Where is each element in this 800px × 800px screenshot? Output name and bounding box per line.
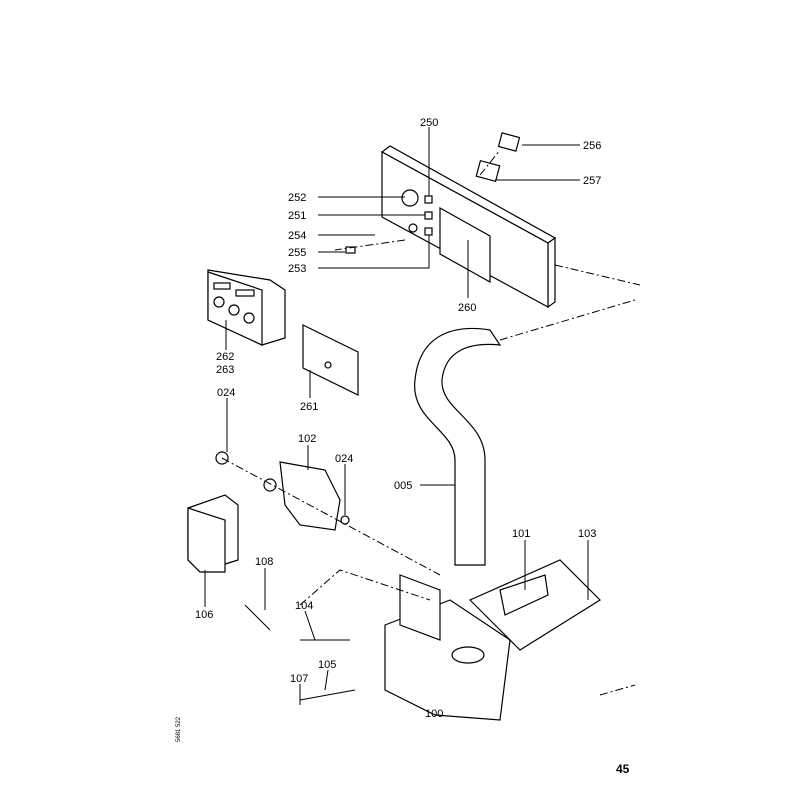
flue-pipe-005 xyxy=(414,327,502,566)
fuse-255 xyxy=(345,246,356,254)
control-unit-262 xyxy=(207,269,286,346)
assembly-lines xyxy=(221,149,641,696)
label-254: 254 xyxy=(288,230,306,242)
label-255: 255 xyxy=(288,247,306,259)
burner-assembly-100 xyxy=(384,559,601,721)
label-261: 261 xyxy=(300,401,318,413)
label-252: 252 xyxy=(288,192,306,204)
label-103: 103 xyxy=(578,528,596,540)
page-number: 45 xyxy=(616,762,630,776)
label-108: 108 xyxy=(255,556,273,568)
label-106: 106 xyxy=(195,609,213,621)
label-253: 253 xyxy=(288,263,306,275)
label-100: 100 xyxy=(425,708,443,720)
label-101: 101 xyxy=(512,528,530,540)
cover-plate-261 xyxy=(302,324,359,396)
drawing-code: 5681 522 xyxy=(176,716,182,742)
label-024-top: 024 xyxy=(217,387,235,399)
label-262: 262 xyxy=(216,351,234,363)
switch-257 xyxy=(475,159,501,183)
label-263: 263 xyxy=(216,364,234,376)
label-257: 257 xyxy=(583,175,601,187)
switch-256 xyxy=(497,132,521,152)
label-107: 107 xyxy=(290,673,308,685)
gas-valve-102 xyxy=(263,461,341,531)
label-256: 256 xyxy=(583,140,601,152)
label-260: 260 xyxy=(458,302,476,314)
control-panel-housing xyxy=(380,145,557,309)
label-250: 250 xyxy=(420,117,438,129)
label-105: 105 xyxy=(318,659,336,671)
seal-024b xyxy=(340,515,350,525)
ignition-box-106 xyxy=(187,494,239,573)
electrodes-104-105 xyxy=(244,604,356,701)
leader-lines xyxy=(204,127,589,705)
label-102: 102 xyxy=(298,433,316,445)
label-104: 104 xyxy=(295,600,313,612)
label-251: 251 xyxy=(288,210,306,222)
label-024-right: 024 xyxy=(335,453,353,465)
label-005: 005 xyxy=(394,480,412,492)
